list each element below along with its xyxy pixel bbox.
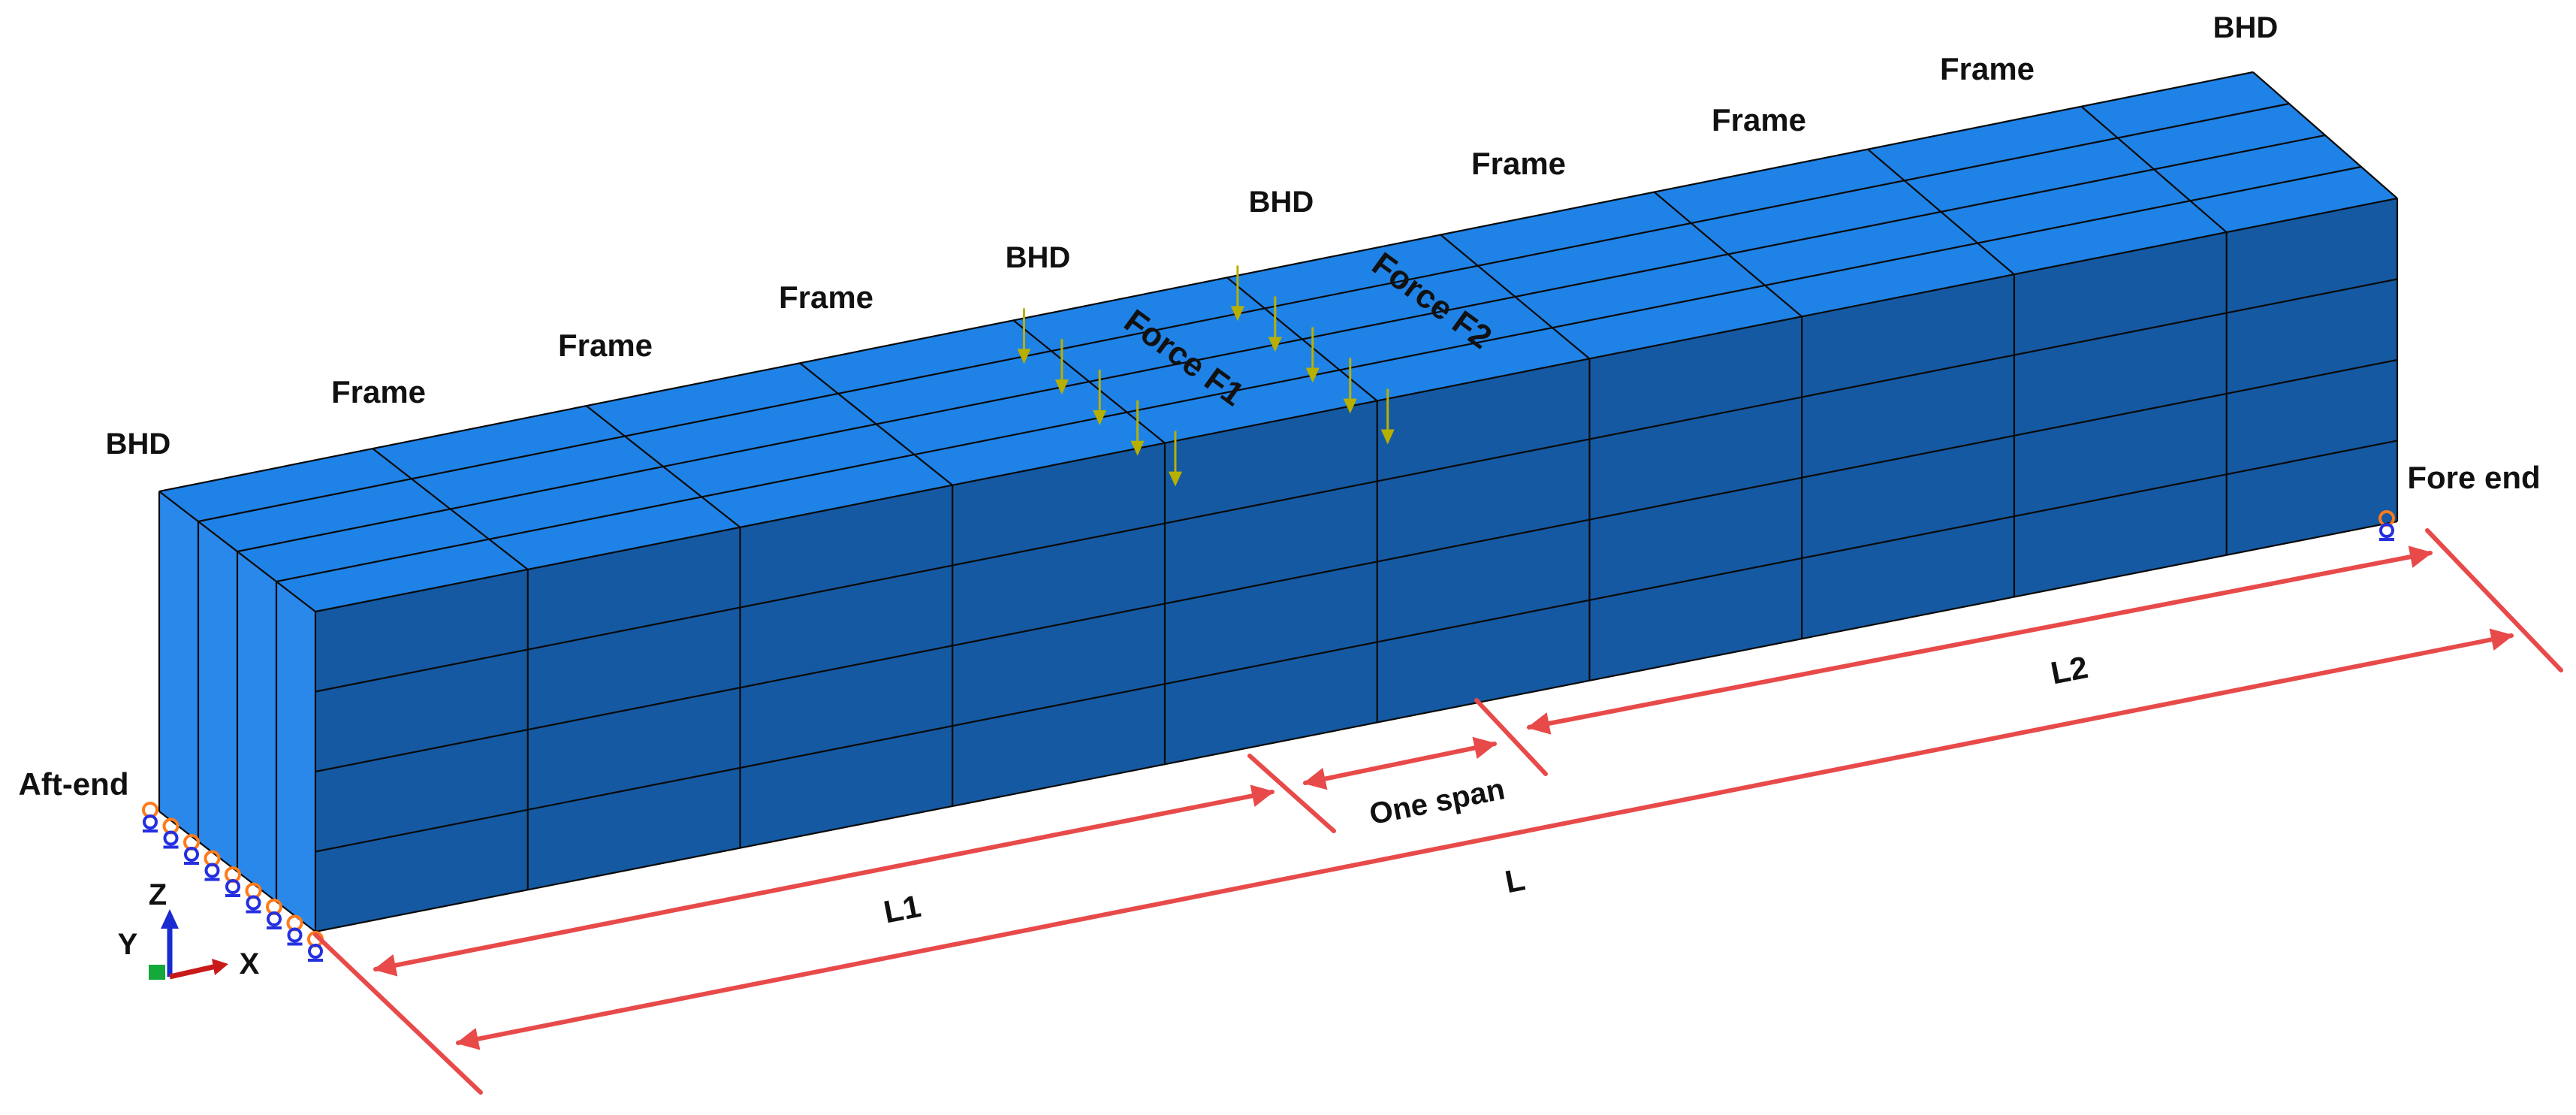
label-frame-4: Frame bbox=[1471, 146, 1566, 181]
tick-fore bbox=[2425, 528, 2563, 672]
x-arrowhead-icon bbox=[212, 959, 228, 975]
x-axis-icon bbox=[169, 963, 217, 980]
coordinate-triad: Z Y X bbox=[118, 878, 260, 981]
fore-end-support-icon bbox=[2378, 510, 2395, 541]
force-f2-arrow-icon bbox=[1380, 388, 1395, 445]
mesh-deck-long-2 bbox=[276, 165, 2362, 583]
boundary-conditions bbox=[142, 510, 2395, 962]
aft-end-support-icon bbox=[245, 882, 262, 914]
label-fore-end: Fore end bbox=[2407, 460, 2540, 495]
tick-aft bbox=[313, 932, 483, 1095]
z-arrowhead-icon bbox=[161, 909, 179, 929]
force-f2-arrow-icon bbox=[1230, 265, 1244, 322]
dim-one-span bbox=[1303, 736, 1497, 790]
y-axis-icon bbox=[149, 965, 165, 980]
force-f2-arrow-icon bbox=[1305, 327, 1320, 383]
dimension-lines bbox=[313, 528, 2563, 1095]
force-f1-arrow-icon bbox=[1017, 308, 1031, 364]
label-l: L bbox=[1502, 861, 1528, 899]
force-f1-arrow-icon bbox=[1093, 369, 1107, 425]
edge-top-front bbox=[315, 197, 2398, 613]
aft-end-support-icon bbox=[266, 899, 282, 929]
force-arrows bbox=[1017, 265, 1395, 487]
aft-end-support-icon bbox=[204, 850, 221, 881]
label-frame-6: Frame bbox=[1940, 51, 2035, 86]
edge-top-back bbox=[158, 71, 2254, 493]
label-bhd-fore: BHD bbox=[2213, 11, 2279, 44]
label-frame-2: Frame bbox=[558, 328, 653, 363]
mesh-side-long-0 bbox=[315, 278, 2398, 693]
aft-end-support-icon bbox=[225, 866, 241, 897]
label-l1: L1 bbox=[881, 888, 924, 929]
force-f2-arrow-icon bbox=[1268, 296, 1282, 352]
label-frame-5: Frame bbox=[1712, 102, 1806, 137]
force-f1-arrow-icon bbox=[1054, 339, 1069, 395]
mesh-lines bbox=[158, 71, 2399, 933]
aft-end-support-icon bbox=[183, 834, 200, 865]
axis-label-z: Z bbox=[149, 878, 167, 911]
label-bhd-mid-2: BHD bbox=[1249, 186, 1314, 219]
aft-end-support-icon bbox=[162, 817, 179, 849]
tick-span-end bbox=[1474, 698, 1548, 776]
force-f1-arrow-icon bbox=[1168, 431, 1182, 487]
axis-label-x: X bbox=[240, 947, 260, 981]
label-aft-end: Aft-end bbox=[19, 766, 129, 802]
force-f2-arrow-icon bbox=[1343, 358, 1357, 414]
label-one-span: One span bbox=[1367, 772, 1507, 831]
label-bhd-aft: BHD bbox=[106, 428, 171, 461]
label-l2: L2 bbox=[2048, 649, 2091, 690]
label-bhd-mid-1: BHD bbox=[1006, 241, 1071, 274]
label-frame-1: Frame bbox=[331, 374, 426, 409]
force-f1-arrow-icon bbox=[1130, 400, 1145, 456]
label-frame-3: Frame bbox=[779, 280, 873, 315]
aft-end-support-icon bbox=[286, 914, 303, 946]
mesh-deck-long-0 bbox=[198, 102, 2290, 523]
aft-end-support-icon bbox=[142, 802, 158, 832]
mesh-deck-long-1 bbox=[237, 134, 2326, 553]
dim-l bbox=[456, 628, 2514, 1050]
axis-label-y: Y bbox=[118, 928, 138, 961]
